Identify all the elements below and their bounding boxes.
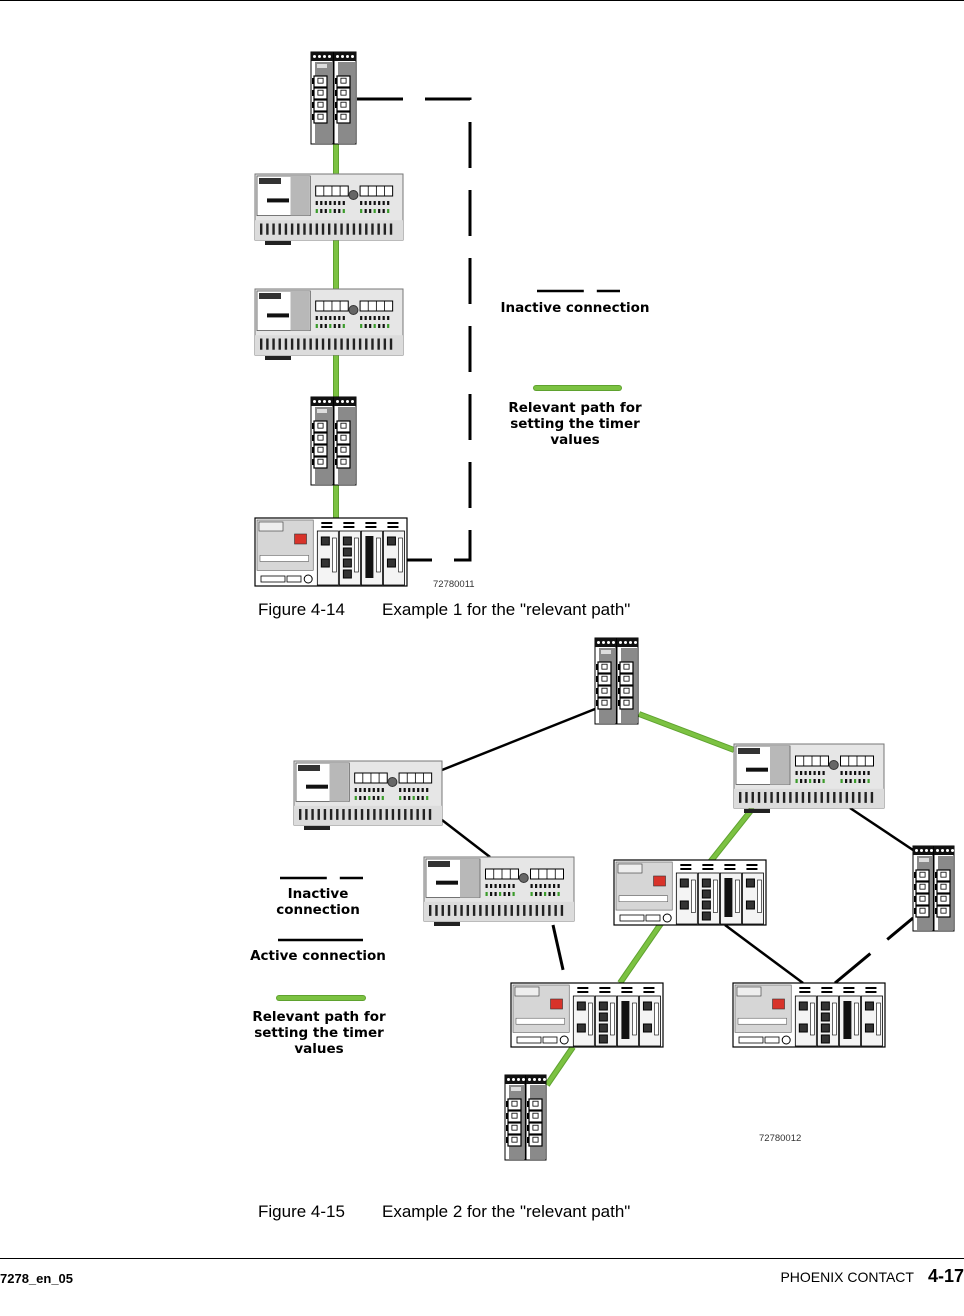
inactive-connection: [834, 916, 914, 985]
managed-switch: [293, 760, 443, 830]
f2-legend-inactive-label: Inactive connection: [276, 886, 360, 918]
top-rule: [0, 0, 964, 1]
active-connection: [849, 806, 914, 852]
din-rail-switch: [504, 1074, 547, 1161]
din-rail-switch: [912, 845, 955, 932]
footer-doc-id: 7278_en_05: [0, 1271, 74, 1286]
f2-legend-relevant-label: Relevant path for setting the timer valu…: [252, 1009, 386, 1057]
figure-number: Figure 4-14: [258, 600, 345, 619]
figure-4-15-caption: Figure 4-15 Example 2 for the "relevant p…: [258, 1202, 630, 1222]
figure-4-14-caption: Figure 4-14 Example 1 for the "relevant p…: [258, 600, 630, 620]
inactive-connection: [357, 97, 472, 562]
footer-brand: PHOENIX CONTACT: [780, 1269, 914, 1285]
inactive-connection: [551, 924, 568, 984]
relevant-path-connection-core: [618, 923, 662, 985]
f1-legend-relevant-label: Relevant path for setting the timer valu…: [508, 400, 642, 448]
f1-drawing-id: 72780011: [433, 579, 475, 590]
relevant-path-connection-core: [545, 1045, 575, 1087]
modular-switch: [613, 859, 767, 926]
figure-title: Example 2 for the "relevant path": [382, 1202, 631, 1221]
f1-legend-inactive-label: Inactive connection: [500, 300, 650, 316]
managed-switch: [423, 856, 575, 926]
din-rail-switch: [310, 51, 357, 145]
din-rail-switch: [310, 396, 357, 486]
figure-number: Figure 4-15: [258, 1202, 345, 1221]
footer-right: PHOENIX CONTACT 4-17: [780, 1266, 964, 1287]
managed-switch: [733, 743, 885, 813]
din-rail-switch: [594, 637, 639, 725]
active-connection: [724, 923, 804, 985]
managed-switch: [254, 173, 404, 245]
f2-drawing-id: 72780012: [759, 1133, 802, 1144]
footer-rule: [0, 1258, 964, 1259]
modular-switch: [510, 982, 664, 1048]
managed-switch: [254, 288, 404, 360]
relevant-path-connection-core: [638, 712, 735, 752]
footer-page-number: 4-17: [927, 1266, 964, 1286]
modular-switch: [732, 982, 886, 1048]
f2-legend-active-label: Active connection: [250, 948, 386, 964]
active-connection: [441, 707, 596, 772]
figure-title: Example 1 for the "relevant path": [382, 600, 631, 619]
active-connection: [441, 819, 491, 858]
modular-switch: [254, 517, 408, 587]
